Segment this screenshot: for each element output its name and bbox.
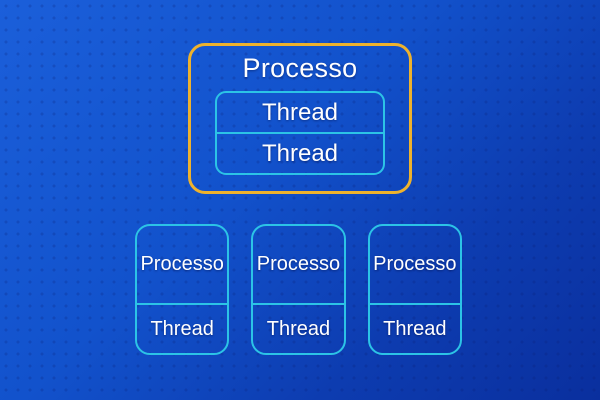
worker-processes-row: Processo Thread Processo Thread Processo… — [135, 224, 462, 355]
main-thread-2-label: Thread — [217, 132, 383, 173]
worker-process-2-label: Processo — [253, 226, 344, 305]
worker-process-box-1: Processo Thread — [135, 224, 230, 355]
main-thread-1-label: Thread — [261, 98, 339, 126]
worker-process-3-label: Processo — [369, 226, 460, 305]
worker-process-2-thread-label: Thread — [266, 317, 331, 340]
worker-process-1-label: Processo — [137, 226, 228, 305]
worker-process-box-2: Processo Thread — [251, 224, 346, 355]
worker-process-1-thread-label: Thread — [150, 317, 214, 340]
worker-process-box-3: Processo Thread — [367, 224, 462, 355]
main-process-label: Processo — [242, 53, 358, 83]
main-process-box: Processo Thread Thread — [188, 43, 412, 194]
main-thread-group: Thread Thread — [215, 91, 385, 175]
worker-process-3-thread-label: Thread — [383, 317, 447, 340]
